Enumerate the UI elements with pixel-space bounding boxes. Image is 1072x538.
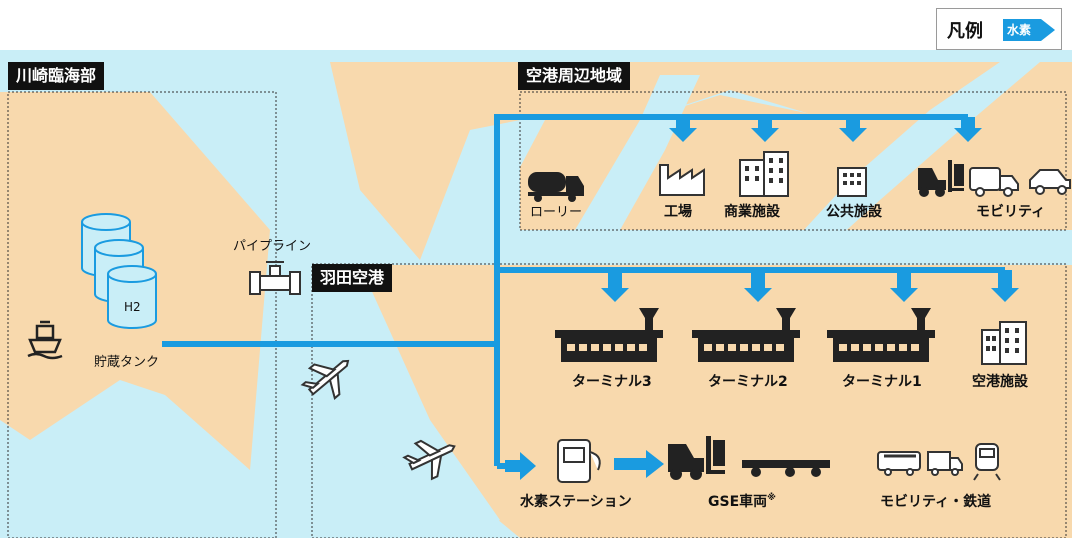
haneda-area-label: 羽田空港 — [312, 264, 393, 292]
commercial-label: 商業施設 — [724, 203, 781, 220]
factory-icon — [659, 164, 705, 196]
hydrogen-pump-icon — [557, 439, 601, 483]
terminal3-label: ターミナル3 — [572, 374, 652, 390]
gse-cart-icon — [742, 460, 830, 477]
kawasaki-area-label: 川崎臨海部 — [8, 62, 105, 90]
legend-title: 凡例 — [947, 21, 983, 42]
tank-icon — [81, 213, 157, 329]
airport-facility-label: 空港施設 — [972, 373, 1029, 390]
terminal-icon — [692, 308, 800, 362]
tanker-truck-icon — [528, 172, 584, 202]
airplane-icon — [300, 359, 350, 400]
forklift-icon — [668, 436, 725, 480]
legend: 凡例 水素 — [936, 8, 1062, 50]
terminal-icon — [555, 308, 663, 362]
storage-tank-label: 貯蔵タンク — [94, 355, 159, 370]
hydrogen-station-label: 水素ステーション — [520, 493, 632, 510]
bus-icon — [969, 167, 1019, 197]
ship-icon — [27, 320, 63, 360]
factory-label: 工場 — [664, 203, 692, 220]
public-building-icon — [837, 167, 867, 197]
pipeline-valve-icon — [249, 261, 301, 295]
pipeline-label: パイプライン — [233, 239, 311, 254]
tank-h2-label: H2 — [124, 300, 141, 314]
airport-surroundings-area-label: 空港周辺地域 — [518, 62, 631, 90]
river-haneda — [310, 265, 500, 538]
upper-middle-land — [330, 62, 1072, 260]
legend-arrow-label: 水素 — [1007, 23, 1032, 37]
mobility-rail-label: モビリティ・鉄道 — [880, 493, 991, 510]
truck-icon — [927, 451, 963, 476]
office-building-icon — [981, 321, 1027, 365]
train-icon — [973, 443, 1001, 481]
terminal-icon — [827, 308, 935, 362]
flow-arrows — [505, 117, 1019, 480]
terminal1-label: ターミナル1 — [842, 374, 922, 390]
bus-icon — [877, 451, 921, 476]
legend-arrow-icon — [1003, 19, 1055, 41]
kawasaki-region-border — [7, 91, 277, 538]
mobility-top-label: モビリティ — [976, 204, 1045, 220]
forklift-icon — [918, 160, 964, 197]
gse-label: GSE車両※ — [708, 492, 776, 510]
river-3 — [430, 120, 545, 262]
car-icon — [1029, 169, 1071, 195]
terminal2-label: ターミナル2 — [708, 374, 788, 390]
airport-surroundings-border — [519, 91, 1067, 231]
lorry-label: ローリー — [530, 205, 582, 220]
river-1 — [575, 75, 700, 230]
river-2 — [790, 62, 1040, 245]
haneda-region-border — [311, 263, 1067, 538]
airplane-icon — [402, 439, 456, 481]
public-label: 公共施設 — [826, 203, 883, 220]
office-building-icon — [739, 151, 789, 197]
